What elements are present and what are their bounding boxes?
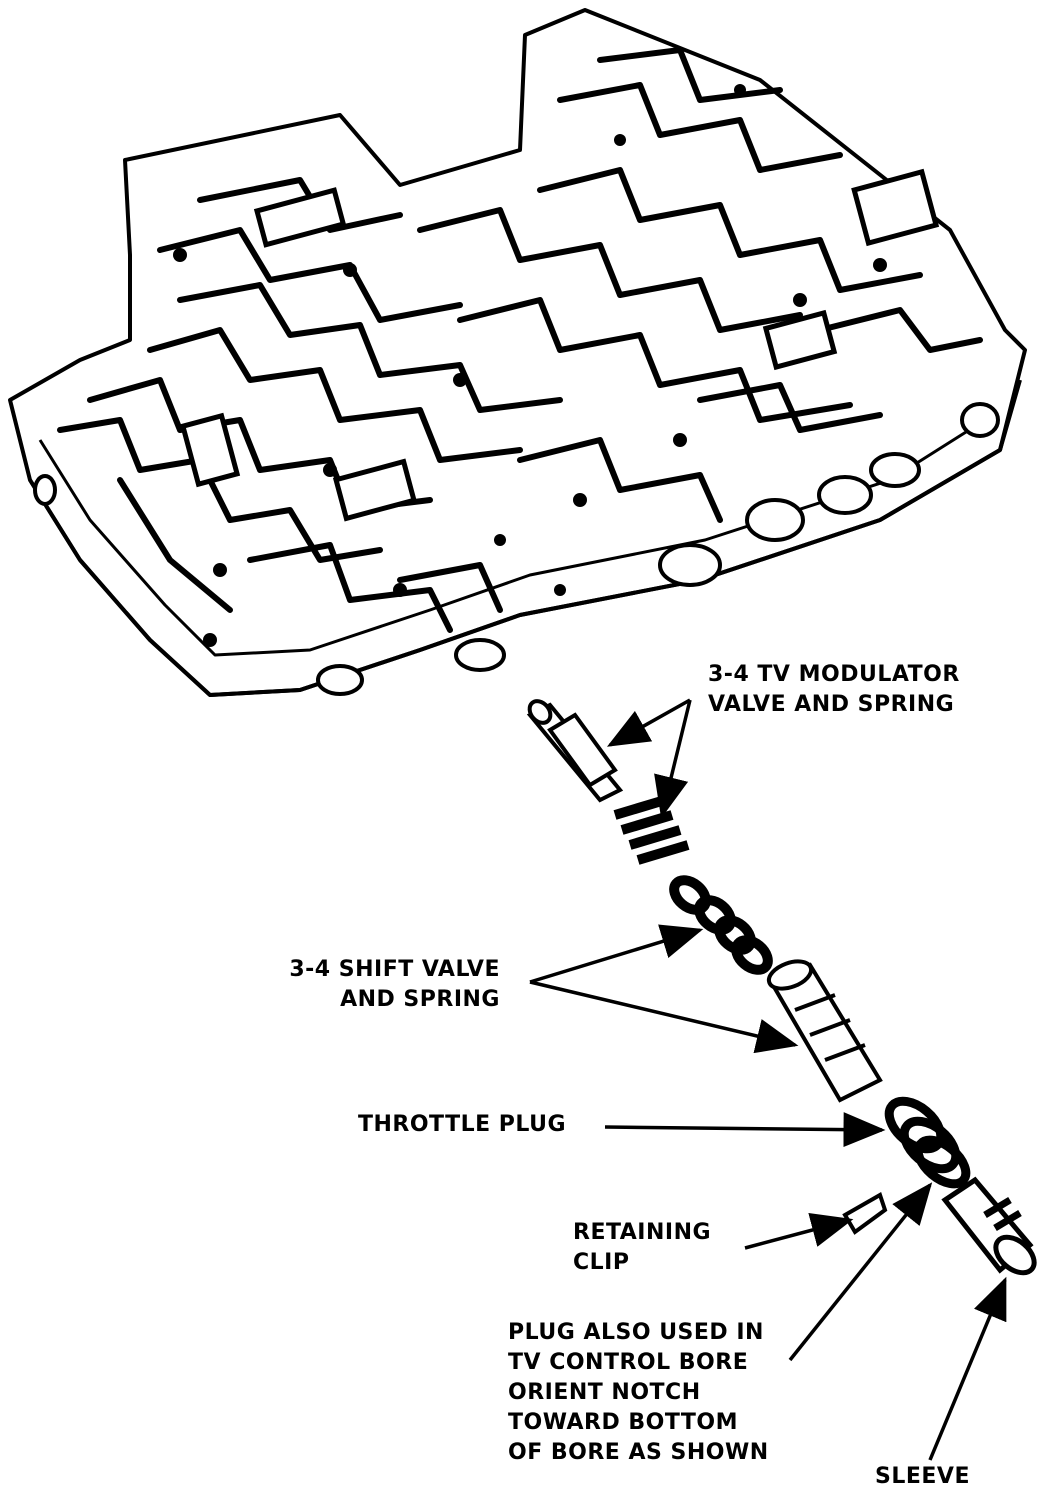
shift-valve-label: 3-4 SHIFT VALVE AND SPRING	[289, 957, 500, 1012]
throttle-plug-label: THROTTLE PLUG	[358, 1112, 567, 1137]
tv-modulator-label: 3-4 TV MODULATOR VALVE AND SPRING	[708, 662, 960, 717]
valve-body-casting	[8, 8, 1027, 697]
tv-modulator-spring	[613, 795, 690, 865]
retaining-clip	[842, 1192, 888, 1235]
sleeve-label: SLEEVE	[875, 1464, 970, 1489]
shift-valve	[766, 959, 883, 1103]
plug-note-label: PLUG ALSO USED IN TV CONTROL BORE ORIENT…	[508, 1320, 769, 1465]
casting-bolt-holes	[173, 84, 887, 647]
casting-side-bores	[33, 402, 1000, 696]
sleeve	[941, 1176, 1037, 1276]
retaining-clip-label: RETAINING CLIP	[573, 1220, 712, 1275]
leader-arrows	[529, 698, 1007, 1461]
casting-bores	[179, 168, 940, 522]
casting-passages	[57, 47, 983, 633]
tv-modulator-valve	[526, 699, 624, 803]
throttle-plug	[884, 1096, 971, 1189]
shift-valve-spring	[669, 875, 773, 975]
